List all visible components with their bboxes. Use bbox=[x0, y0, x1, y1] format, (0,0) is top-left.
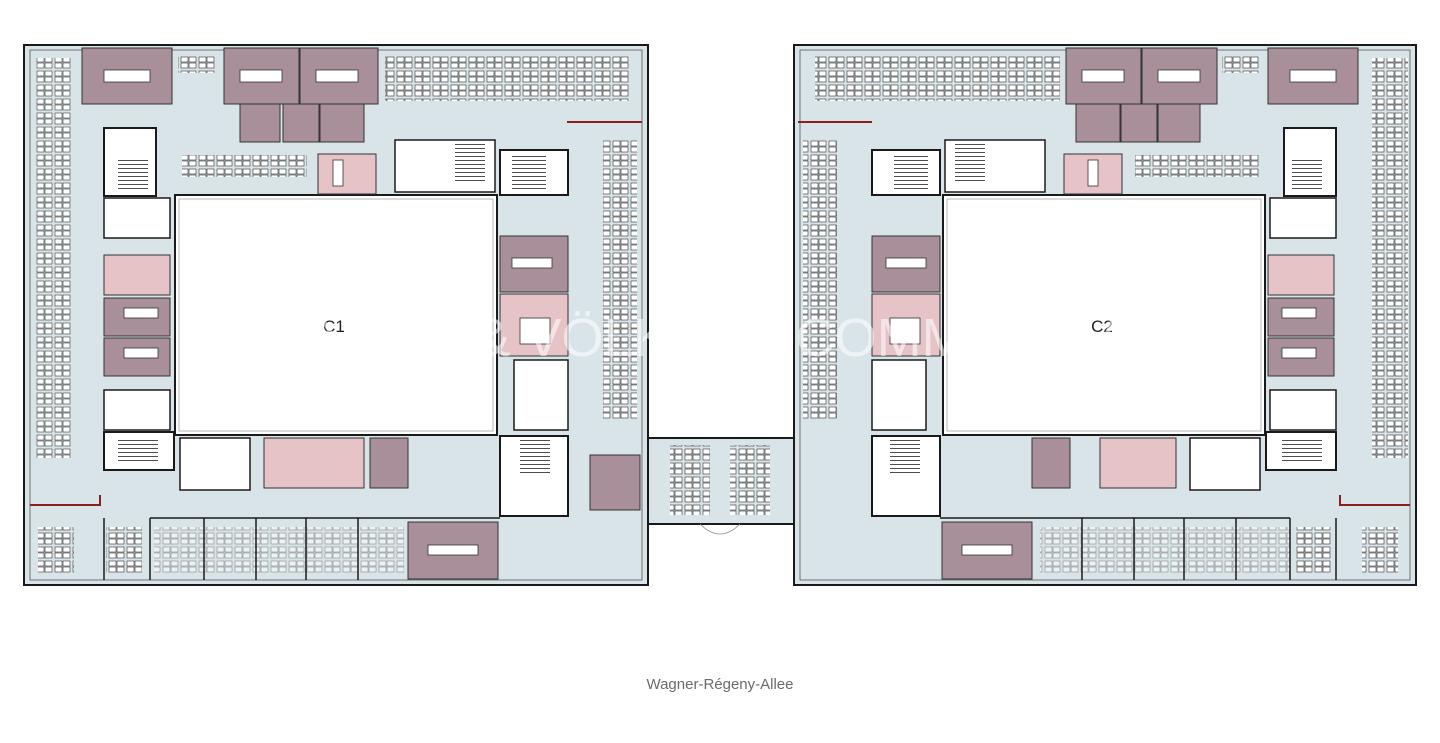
c1-south-workstations bbox=[38, 527, 74, 573]
building-c2: C2 bbox=[793, 44, 1417, 586]
c1-light-rooms bbox=[103, 153, 569, 489]
c2-light-rooms bbox=[871, 153, 1335, 489]
connector-bridge bbox=[647, 437, 849, 535]
c2-cores bbox=[871, 127, 1337, 517]
street-label: Wagner-Régeny-Allee bbox=[646, 676, 794, 693]
watermark: ENGEL & VÖLKERS COMMERCIAL bbox=[278, 308, 1161, 368]
c1-cores bbox=[103, 127, 569, 517]
c2-west-workstations bbox=[803, 140, 837, 420]
c1-west-workstations bbox=[36, 58, 72, 458]
c2-courtyard bbox=[942, 194, 1266, 436]
c1-label: C1 bbox=[323, 317, 345, 336]
building-c1: C1 bbox=[23, 44, 649, 586]
c1-courtyard bbox=[174, 194, 498, 436]
c2-north-workstations bbox=[815, 55, 1060, 101]
c1-east-workstations bbox=[603, 140, 637, 420]
c2-label: C2 bbox=[1091, 317, 1113, 336]
c2-east-workstations bbox=[1372, 58, 1408, 458]
c2-south-workstations bbox=[1296, 527, 1332, 573]
c1-north-workstations bbox=[385, 55, 630, 101]
